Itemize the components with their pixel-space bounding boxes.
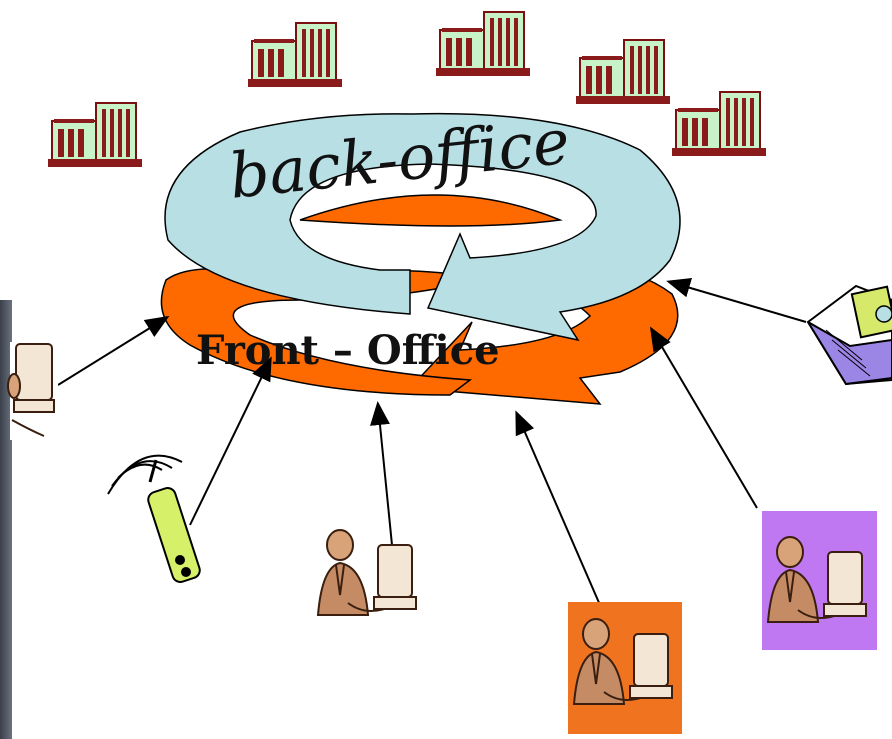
arrow-center-client xyxy=(378,405,392,545)
laptop-icon xyxy=(808,286,892,384)
arrow-laptop xyxy=(670,282,806,322)
building-icon xyxy=(48,103,142,167)
arrow-left-client xyxy=(58,318,166,385)
mobile-phone-icon xyxy=(108,456,202,584)
front-office-label: Front – Office xyxy=(196,327,500,374)
building-icon xyxy=(672,92,766,156)
person-at-computer-icon xyxy=(318,530,416,615)
person-at-computer-icon xyxy=(8,342,58,440)
arrow-purple-client xyxy=(652,330,757,508)
arrow-orange-client xyxy=(517,414,600,605)
building-icon xyxy=(576,40,670,104)
building-icon xyxy=(436,12,530,76)
arrow-phone xyxy=(190,360,270,525)
building-icon xyxy=(248,23,342,87)
